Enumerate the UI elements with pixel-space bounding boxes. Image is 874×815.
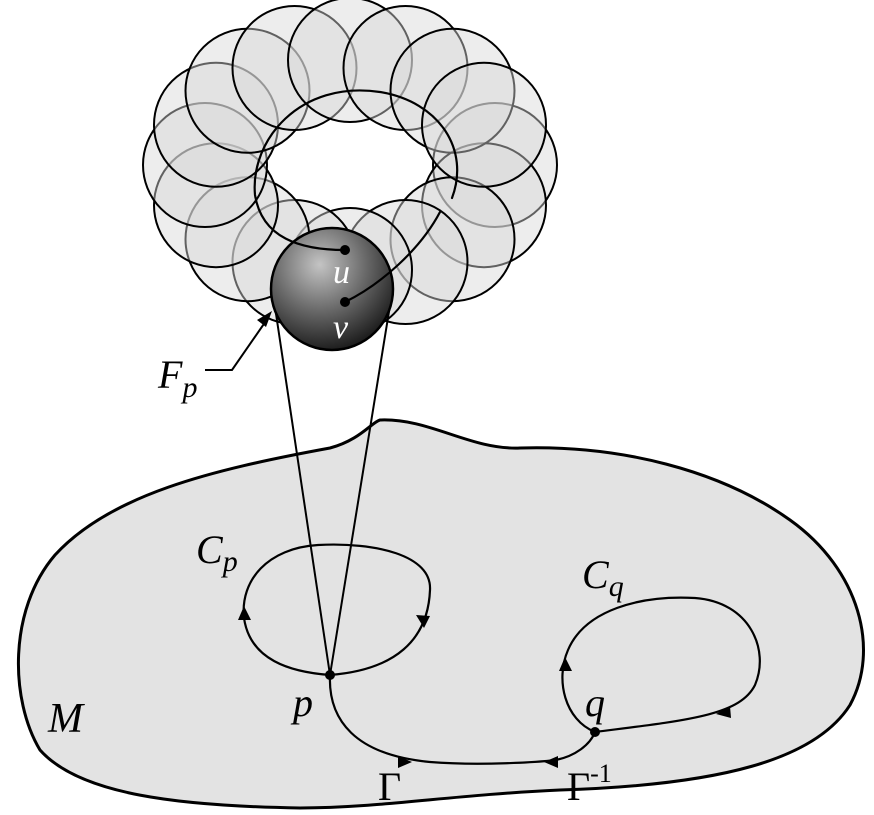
point-u-dot	[340, 245, 350, 255]
curve-cq-arrow-left	[559, 657, 572, 671]
point-p-dot	[325, 670, 335, 680]
path-gamma	[328, 673, 597, 765]
point-v-dot	[340, 297, 350, 307]
label-v: v	[333, 309, 349, 346]
fiber-circle	[142, 102, 268, 228]
label-q: q	[585, 680, 605, 725]
point-q-dot	[590, 727, 600, 737]
projection-line-left	[271, 286, 331, 676]
label-fp: Fp	[157, 352, 197, 404]
curve-cp-arrow-right	[416, 615, 430, 628]
path-gamma-arrow	[398, 756, 412, 768]
label-p: p	[290, 680, 313, 725]
projection-line-right	[329, 292, 393, 676]
label-gamma-inverse: Γ-1	[567, 759, 612, 809]
label-gamma: Γ	[378, 764, 401, 809]
path-gamma-inverse-arrow	[544, 756, 558, 768]
label-u: u	[333, 254, 350, 291]
curve-cp	[242, 543, 432, 677]
curve-cp-arrow-left	[238, 606, 251, 620]
fiber-circle	[421, 61, 547, 188]
fiber-circle	[432, 102, 558, 228]
lifted-path-u	[253, 89, 459, 252]
fiber-sphere	[269, 226, 395, 352]
fiber-pointer-arrowhead	[257, 311, 272, 327]
label-m: M	[47, 696, 85, 742]
fiber-pointer-line	[205, 317, 269, 371]
manifold-region	[16, 418, 865, 810]
label-cp: Cp	[196, 527, 238, 578]
label-cq: Cq	[582, 552, 624, 603]
fiber-circle	[231, 5, 358, 131]
curve-cq-arrow-right	[716, 706, 731, 718]
lifted-path-v	[343, 210, 442, 304]
